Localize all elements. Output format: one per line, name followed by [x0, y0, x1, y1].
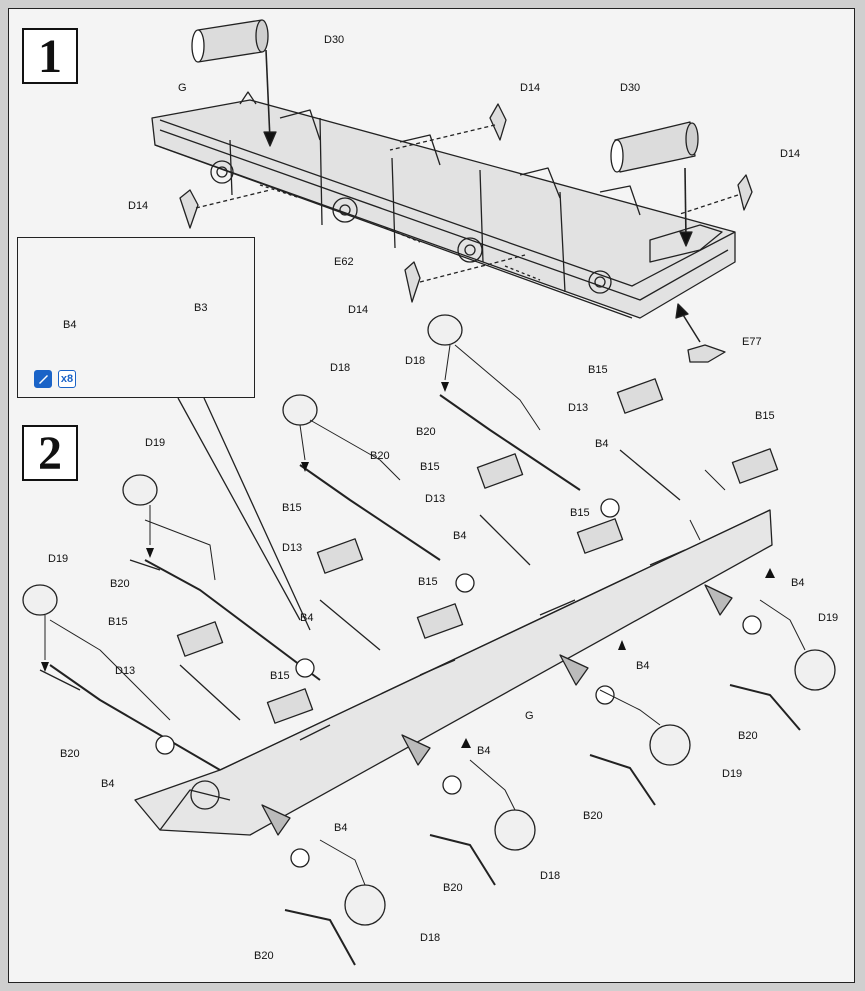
part-d14 — [179, 103, 753, 303]
label-d19-a: D19 — [145, 437, 166, 449]
label-b4-d: B4 — [300, 612, 314, 624]
label-b15-c: B15 — [420, 461, 440, 473]
label-b20-d: B20 — [738, 730, 758, 742]
label-d13-b: D13 — [425, 493, 446, 505]
label-b4-f: B4 — [477, 745, 491, 757]
label-b20-e: B20 — [60, 748, 80, 760]
part-d30-right — [610, 121, 699, 173]
step-2-number: 2 — [22, 425, 78, 481]
label-d14-top: D14 — [520, 82, 541, 94]
label-d19-d: D19 — [722, 768, 743, 780]
label-g-hull: G — [178, 82, 187, 94]
label-b4-g: B4 — [101, 778, 115, 790]
label-d13-d: D13 — [115, 665, 136, 677]
label-d18-b: D18 — [330, 362, 351, 374]
label-b4-b: B4 — [453, 530, 467, 542]
label-d14-left: D14 — [128, 200, 149, 212]
label-b15-g: B15 — [108, 616, 128, 628]
part-d18 — [282, 314, 536, 926]
label-b15-d: B15 — [282, 502, 302, 514]
multiplier-badge: x8 — [58, 370, 76, 388]
paint-brush-icon — [34, 370, 52, 388]
label-b4-inset: B4 — [63, 319, 77, 331]
label-b20-g: B20 — [443, 882, 463, 894]
routing-lines — [44, 344, 806, 886]
label-d13-c: D13 — [282, 542, 303, 554]
label-d14-right: D14 — [780, 148, 801, 160]
part-d19 — [22, 474, 836, 766]
label-d18-a: D18 — [405, 355, 426, 367]
part-b15 — [176, 378, 779, 724]
label-b15-a: B15 — [588, 364, 608, 376]
part-b20 — [39, 559, 801, 966]
label-b20-a: B20 — [416, 426, 436, 438]
label-b15-h: B15 — [270, 670, 290, 682]
label-e77: E77 — [742, 336, 762, 348]
suspension-arms — [49, 394, 681, 771]
label-b20-c: B20 — [110, 578, 130, 590]
label-d13-a: D13 — [568, 402, 589, 414]
label-d30-left: D30 — [324, 34, 345, 46]
hull-part-g — [151, 91, 736, 319]
label-b4-c: B4 — [791, 577, 805, 589]
part-b4 — [155, 498, 762, 868]
label-b20-h: B20 — [254, 950, 274, 962]
label-d30-right: D30 — [620, 82, 641, 94]
label-b15-f: B15 — [418, 576, 438, 588]
label-g-lower: G — [525, 710, 534, 722]
step-1-number: 1 — [22, 28, 78, 84]
label-d14-bottom: D14 — [348, 304, 369, 316]
part-d30-left — [191, 19, 269, 63]
label-b4-a: B4 — [595, 438, 609, 450]
label-d19-c: D19 — [818, 612, 839, 624]
label-d18-c: D18 — [540, 870, 561, 882]
label-d18-d: D18 — [420, 932, 441, 944]
label-b3: B3 — [194, 302, 208, 314]
label-b4-e: B4 — [636, 660, 650, 672]
springs — [261, 584, 733, 836]
label-b4-h: B4 — [334, 822, 348, 834]
paint-brush-glyph — [39, 375, 48, 384]
label-b20-f: B20 — [583, 810, 603, 822]
label-e62: E62 — [334, 256, 354, 268]
label-d19-b: D19 — [48, 553, 69, 565]
label-b20-b: B20 — [370, 450, 390, 462]
inset-detail-panel: x8 B4 B3 — [17, 237, 255, 398]
part-e77 — [687, 344, 726, 363]
label-b15-e: B15 — [570, 507, 590, 519]
label-b15-b: B15 — [755, 410, 775, 422]
